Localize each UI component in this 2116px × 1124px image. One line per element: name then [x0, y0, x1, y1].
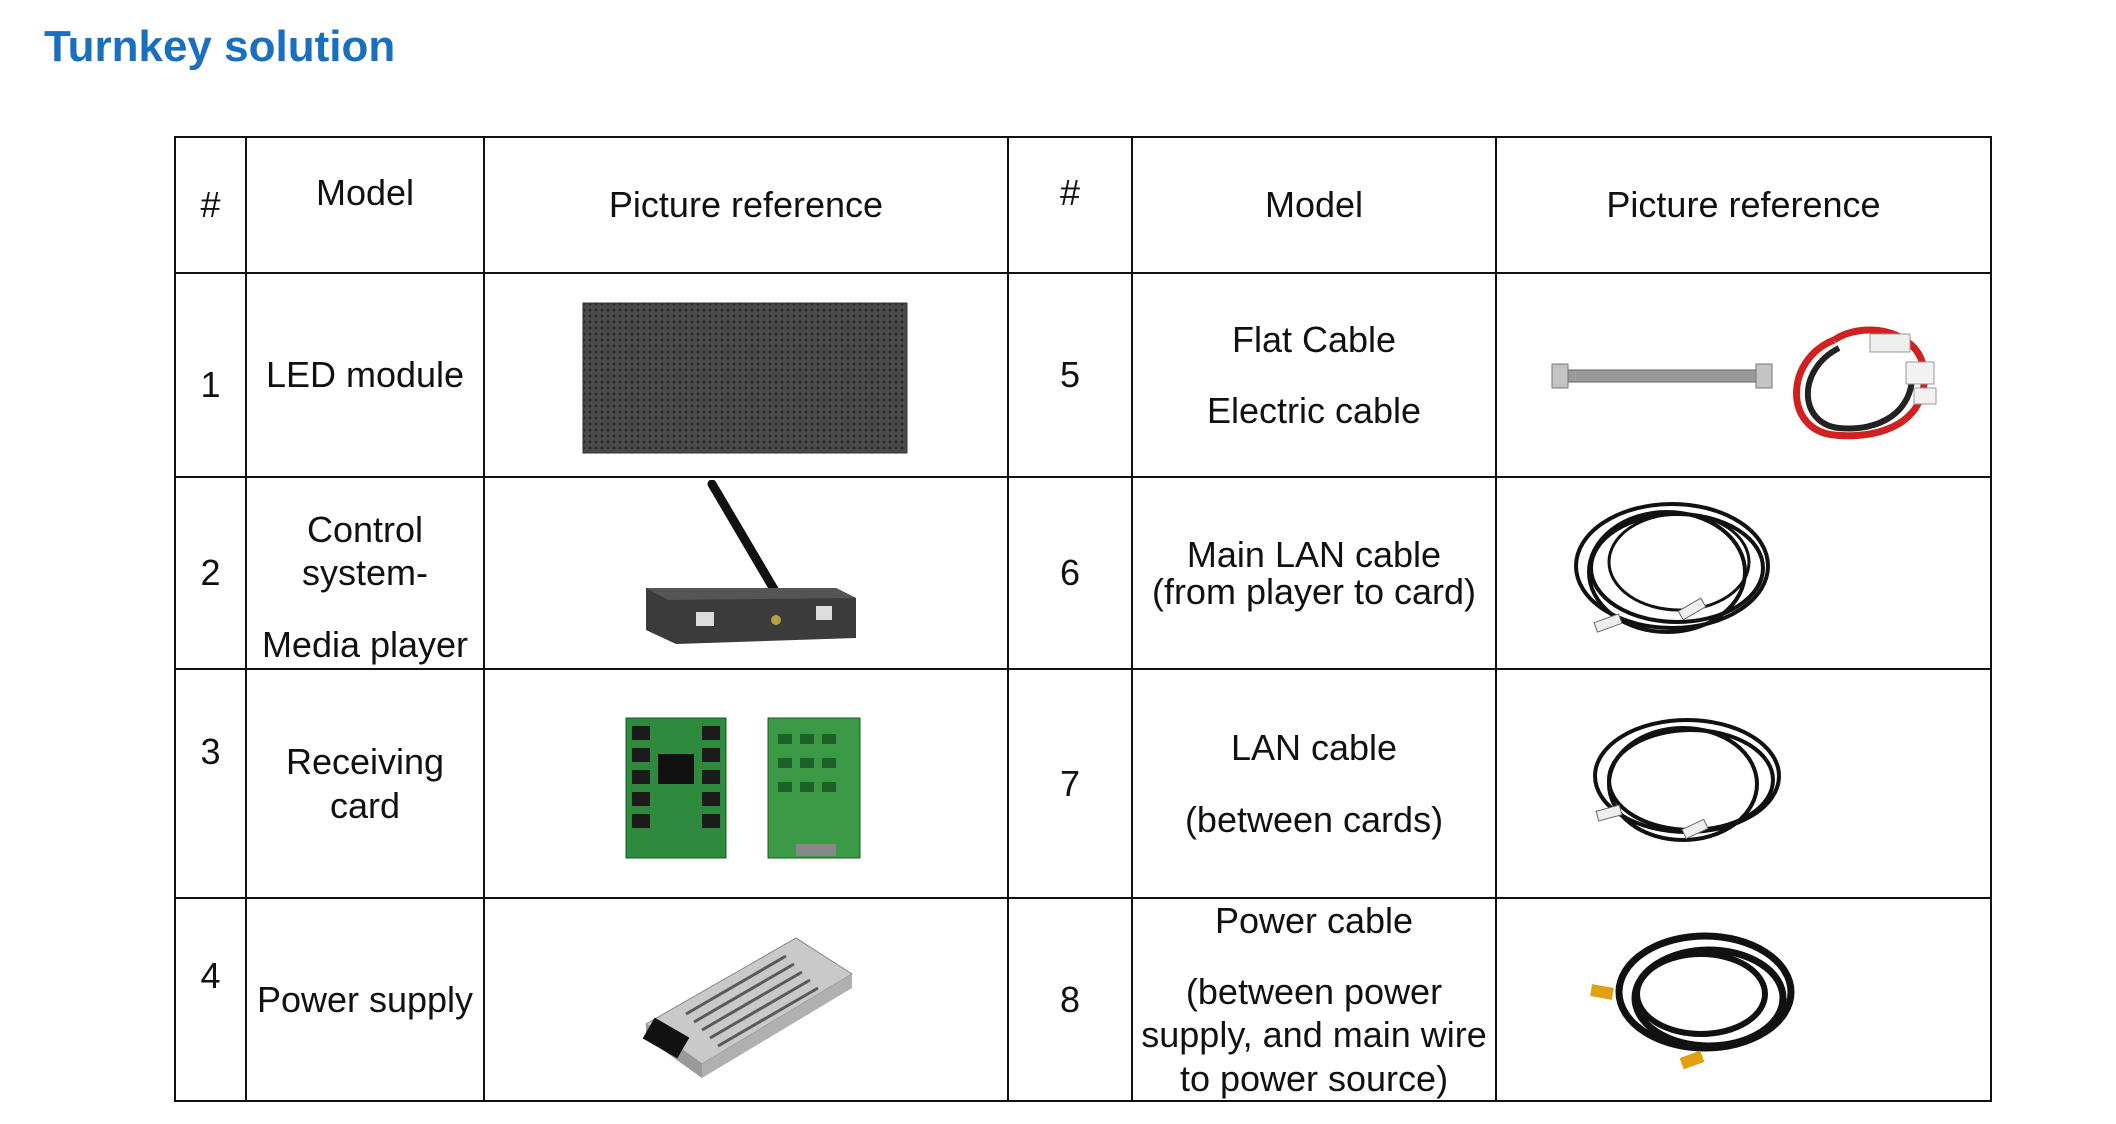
header-model-left: Model — [245, 136, 485, 274]
lan-cable-picture — [1574, 502, 1770, 634]
model-text: Control — [306, 509, 424, 551]
model-text: (from player to card) — [1151, 571, 1477, 612]
model-text: card — [329, 784, 401, 826]
model-cell: Main LAN cable (from player to card) — [1131, 476, 1497, 670]
header-number-right: # — [1007, 136, 1133, 274]
model-text: to power source) — [1179, 1057, 1449, 1099]
model-text: (between cards) — [1184, 798, 1444, 840]
model-text: Media player — [261, 623, 469, 665]
row-number: 8 — [1007, 897, 1133, 1102]
table-row: 3 Receiving card — [174, 668, 1992, 899]
table-row: 1 LED module 5 Flat Cable — [174, 272, 1992, 478]
row-number: 6 — [1007, 476, 1133, 670]
picture-cell — [1495, 897, 1992, 1102]
receiving-card-picture — [625, 717, 861, 858]
line-gap — [1133, 361, 1495, 389]
model-cell: Power cable (between power supply, and m… — [1131, 897, 1497, 1102]
table-row: 4 Power supply 8 — [174, 897, 1992, 1102]
model-text: LAN cable — [1230, 727, 1398, 769]
header-model-right: Model — [1131, 136, 1497, 274]
picture-cell — [483, 897, 1009, 1102]
line-gap — [1133, 942, 1495, 970]
model-text: Power cable — [1214, 900, 1414, 941]
picture-cell — [483, 476, 1009, 670]
picture-cell — [1495, 668, 1992, 899]
picture-cell — [483, 668, 1009, 899]
row-number: 2 — [174, 476, 247, 670]
table-row: 2 Control system- Media player 6 Main LA… — [174, 476, 1992, 670]
flat-and-electric-cable-picture — [1551, 326, 1936, 440]
model-cell: Control system- Media player — [245, 476, 485, 670]
line-gap — [1133, 770, 1495, 798]
model-cell: Receiving card — [245, 668, 485, 899]
header-model-left-label: Model — [315, 172, 415, 214]
row-number-label: 3 — [200, 730, 221, 772]
model-cell: Flat Cable Electric cable — [1131, 272, 1497, 478]
header-picture-left: Picture reference — [483, 136, 1009, 274]
turnkey-table: # Model Picture reference # Model Pictur… — [174, 136, 1992, 1102]
header-number-left: # — [174, 136, 247, 274]
row-number: 7 — [1007, 668, 1133, 899]
row-number: 3 — [174, 668, 247, 899]
power-cable-picture — [1590, 932, 1795, 1070]
model-cell: LAN cable (between cards) — [1131, 668, 1497, 899]
model-text: supply, and main wire — [1141, 1014, 1487, 1056]
model-text: Electric cable — [1206, 390, 1422, 431]
line-gap — [247, 595, 483, 623]
page-title: Turnkey solution — [44, 22, 396, 71]
media-player-picture — [646, 480, 856, 644]
model-cell: Power supply — [245, 897, 485, 1102]
row-number-label: 4 — [200, 954, 221, 996]
led-module-picture — [582, 302, 908, 454]
table-header-row: # Model Picture reference # Model Pictur… — [174, 136, 1992, 274]
power-supply-picture — [642, 937, 853, 1079]
model-text: (between power — [1185, 971, 1443, 1013]
model-cell: LED module — [245, 272, 485, 478]
model-text: system- — [302, 552, 428, 594]
header-picture-right: Picture reference — [1495, 136, 1992, 274]
lan-cable-picture — [1593, 717, 1781, 842]
row-number: 4 — [174, 897, 247, 1102]
row-number: 1 — [174, 272, 247, 478]
model-text: Main LAN cable — [1186, 533, 1442, 575]
row-number: 5 — [1007, 272, 1133, 478]
model-text: Receiving — [285, 741, 445, 783]
model-text: Flat Cable — [1231, 318, 1397, 360]
header-number-right-label: # — [1059, 172, 1081, 214]
model-text: LED module — [265, 354, 465, 396]
picture-cell — [1495, 476, 1992, 670]
picture-cell — [1495, 272, 1992, 478]
picture-cell — [483, 272, 1009, 478]
